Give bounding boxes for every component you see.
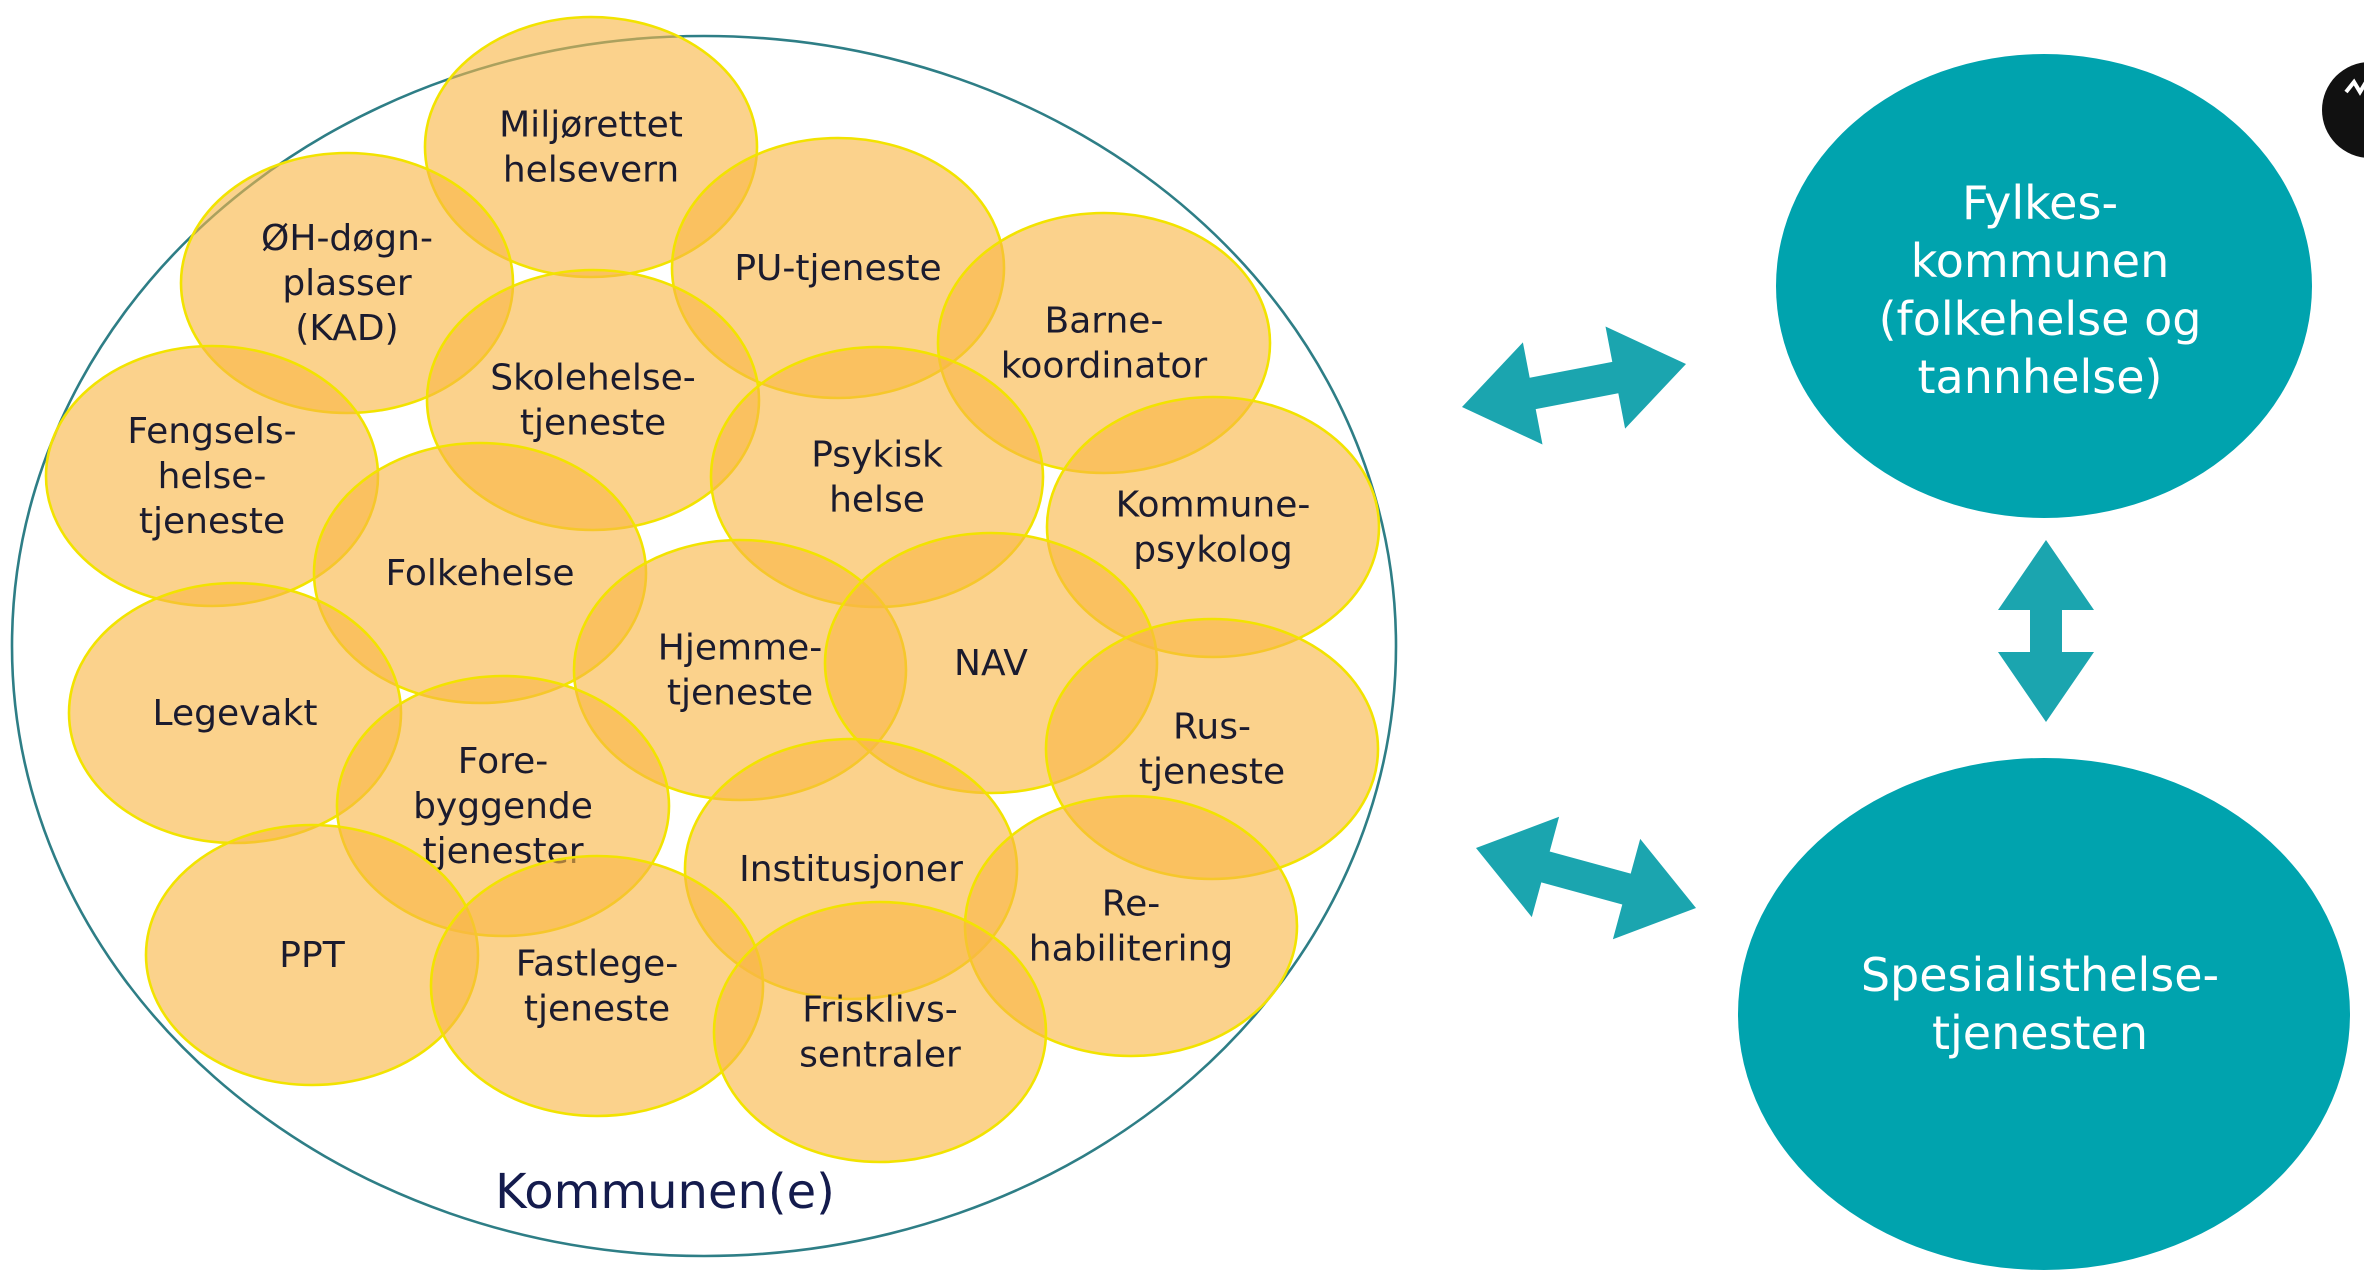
service-label: Fastlege-tjeneste <box>516 944 678 1030</box>
service-label-line: Psykisk <box>811 435 943 476</box>
service-label-line: tjeneste <box>520 403 666 444</box>
service-label-line: Re- <box>1102 884 1161 925</box>
service-label-line: plasser <box>282 263 412 304</box>
service-legevakt: Legevakt <box>67 581 403 845</box>
service-folkehelse: Folkehelse <box>312 441 648 705</box>
county-circle <box>1776 54 2312 518</box>
arrow-county-specialist <box>1998 540 2094 722</box>
service-label-line: helsevern <box>503 150 679 191</box>
service-rehabilitering: Re-habilitering <box>963 794 1299 1058</box>
node-label-line: kommunen <box>1911 234 2170 288</box>
service-label: Frisklivs-sentraler <box>799 990 961 1076</box>
service-label-line: byggende <box>413 786 593 827</box>
service-label-line: Folkehelse <box>385 553 574 594</box>
service-label-line: Frisklivs- <box>802 990 958 1031</box>
specialist-node: Spesialisthelse-tjenesten <box>1738 758 2350 1270</box>
service-label-line: Legevakt <box>153 693 318 734</box>
service-label-line: sentraler <box>799 1035 961 1076</box>
service-label-line: helse <box>829 480 925 521</box>
service-label-line: Hjemme- <box>658 628 823 669</box>
service-label: Re-habilitering <box>1029 884 1233 970</box>
service-label: ØH-døgn-plasser(KAD) <box>261 218 433 349</box>
service-oh-dogn: ØH-døgn-plasser(KAD) <box>179 151 515 415</box>
service-label-line: helse- <box>158 456 267 497</box>
service-label: NAV <box>954 643 1028 684</box>
service-label: PU-tjeneste <box>734 248 941 289</box>
service-ellipse <box>712 900 1048 1164</box>
service-label: Folkehelse <box>385 553 574 594</box>
service-label-line: tjeneste <box>139 501 285 542</box>
service-label: Institusjoner <box>739 849 963 890</box>
service-hjemmetjeneste: Hjemme-tjeneste <box>572 538 908 802</box>
node-label-line: tjenesten <box>1932 1006 2148 1060</box>
service-label-line: Barne- <box>1045 301 1164 342</box>
node-label-line: tannhelse) <box>1918 350 2163 404</box>
service-label-line: koordinator <box>1001 346 1208 387</box>
service-label-line: ØH-døgn- <box>261 218 433 259</box>
service-label-line: habilitering <box>1029 929 1233 970</box>
service-ppt: PPT <box>144 823 480 1087</box>
service-label: Barne-koordinator <box>1001 301 1208 387</box>
service-ellipse <box>429 854 765 1118</box>
service-label-line: psykolog <box>1133 530 1292 571</box>
service-label-line: PU-tjeneste <box>734 248 941 289</box>
service-label-line: Rus- <box>1173 707 1251 748</box>
specialist-label: Spesialisthelse-tjenesten <box>1861 948 2219 1060</box>
service-label-line: Fastlege- <box>516 944 678 985</box>
service-label: Skolehelse-tjeneste <box>490 358 695 444</box>
municipality-boundary <box>10 34 1398 1258</box>
service-fastlege: Fastlege-tjeneste <box>429 854 765 1118</box>
service-label-line: Skolehelse- <box>490 358 695 399</box>
node-label-line: (folkehelse og <box>1879 292 2202 346</box>
service-label-line: PPT <box>279 935 345 976</box>
service-label: Legevakt <box>153 693 318 734</box>
service-frisklivs: Frisklivs-sentraler <box>712 900 1048 1164</box>
service-label: Hjemme-tjeneste <box>658 628 823 714</box>
service-label: PPT <box>279 935 345 976</box>
service-label-line: tjeneste <box>667 673 813 714</box>
arrow-municipality-county <box>1462 326 1686 445</box>
service-label-line: tjeneste <box>1139 752 1285 793</box>
service-label-line: Fengsels- <box>127 411 296 452</box>
service-label-line: tjeneste <box>524 989 670 1030</box>
service-label-line: Miljørettet <box>499 105 683 146</box>
service-label: Rus-tjeneste <box>1139 707 1285 793</box>
specialist-circle <box>1738 758 2350 1270</box>
arrow-municipality-specialist <box>1476 816 1696 940</box>
node-label-line: Fylkes- <box>1962 176 2118 230</box>
municipality-label: Kommunen(e) <box>495 1164 835 1220</box>
service-label-line: (KAD) <box>295 308 398 349</box>
service-label-line: Institusjoner <box>739 849 963 890</box>
service-label: Kommune-psykolog <box>1116 485 1311 571</box>
service-label-line: Fore- <box>458 741 549 782</box>
service-label: Fengsels-helse-tjeneste <box>127 411 296 542</box>
node-label-line: Spesialisthelse- <box>1861 948 2219 1002</box>
service-label-line: NAV <box>954 643 1028 684</box>
service-label-line: Kommune- <box>1116 485 1311 526</box>
service-fengselshelse: Fengsels-helse-tjeneste <box>44 344 380 608</box>
logo-icon <box>2322 62 2364 158</box>
